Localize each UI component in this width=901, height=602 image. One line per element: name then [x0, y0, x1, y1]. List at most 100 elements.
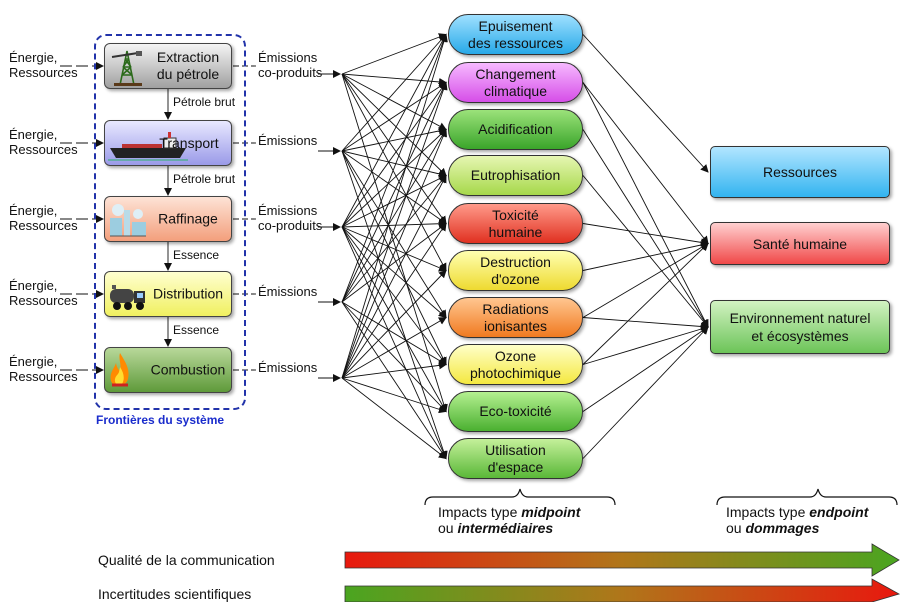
impact-link-4-1 [341, 81, 448, 379]
flow-label-2: Essence [173, 248, 220, 262]
stage-label: Combustion [150, 361, 226, 378]
input-label-2: Énergie,Ressources [9, 203, 78, 233]
system-boundary-label: Frontières du système [96, 413, 225, 427]
impact-link-2-3 [341, 175, 447, 228]
midpoint-oval-8: Eco-toxicité [448, 391, 583, 432]
impact-link-1-7 [341, 150, 447, 366]
input-label-3: Énergie,Ressources [9, 278, 78, 308]
midpoint-label: Eutrophisation [470, 167, 561, 183]
impact-link-3-0 [341, 33, 448, 303]
impact-link-4-8 [341, 377, 447, 414]
uncertainty-label: Incertitudes scientifiques [98, 586, 252, 602]
endpoint-caption-text2: ou [726, 520, 746, 536]
damage-link-0-0 [582, 34, 709, 173]
midpoint-oval-2: Acidification [448, 109, 583, 150]
impact-link-4-4 [341, 222, 447, 379]
impact-link-3-2 [341, 128, 447, 303]
impact-link-2-0 [341, 33, 447, 228]
impact-link-4-2 [341, 128, 447, 379]
impact-link-2-6 [341, 226, 447, 319]
impact-link-2-2 [341, 128, 447, 228]
stage-box-2: Raffinage [104, 196, 232, 242]
midpoint-caption: Impacts type midpoint ou intermédiaires [438, 504, 580, 536]
input-label-4: Énergie,Ressources [9, 354, 78, 384]
impact-link-1-6 [341, 150, 447, 319]
stage-label: Distribution [152, 285, 224, 302]
damage-link-4-1 [582, 223, 709, 247]
impact-link-0-0 [341, 33, 447, 75]
damage-link-1-1 [582, 82, 709, 245]
flow-label-1: Pétrole brut [173, 172, 236, 186]
damage-link-8-2 [582, 326, 709, 412]
endpoint-box-0: Ressources [710, 146, 890, 198]
system-boundary [94, 34, 246, 410]
damage-link-9-2 [582, 326, 709, 459]
stage-box-1: Transport [104, 120, 232, 166]
endpoint-caption-text1: Impacts type [726, 504, 810, 520]
flow-label-3: Essence [173, 323, 220, 337]
damage-link-2-2 [582, 129, 709, 328]
endpoint-caption-bold1: endpoint [809, 504, 869, 520]
midpoint-caption-bold2: intermédiaires [457, 520, 554, 536]
midpoint-label: Acidification [478, 121, 553, 137]
quality-label: Qualité de la communication [98, 552, 275, 568]
emission-label-3: Émissions [258, 284, 318, 299]
damage-link-6-2 [582, 317, 709, 331]
impact-link-0-1 [341, 73, 447, 86]
impact-link-3-7 [341, 301, 447, 366]
input-label-1: Énergie,Ressources [9, 127, 78, 157]
emission-label-4: Émissions [258, 360, 318, 375]
endpoint-label: Ressources [763, 164, 837, 180]
stage-label: Raffinage [158, 210, 218, 227]
impact-link-1-9 [341, 150, 448, 460]
stage-box-4: Combustion [104, 347, 232, 393]
endpoint-brace [716, 488, 898, 506]
damage-link-3-2 [582, 175, 709, 328]
impact-link-4-6 [341, 316, 447, 379]
impact-link-3-1 [341, 81, 447, 303]
damage-link-7-2 [582, 325, 709, 365]
impact-link-4-5 [341, 269, 447, 379]
impact-link-0-2 [341, 73, 447, 130]
midpoint-caption-text2: ou [438, 520, 458, 536]
quality-gradient-arrow [344, 543, 900, 577]
midpoint-caption-bold1: midpoint [521, 504, 581, 520]
endpoint-label: Santé humaine [752, 235, 848, 252]
midpoint-caption-text1: Impacts type [438, 504, 522, 520]
impact-link-2-4 [341, 219, 447, 228]
impact-link-0-5 [341, 73, 447, 272]
stage-box-3: Distribution [104, 271, 232, 317]
impact-link-4-0 [341, 33, 448, 379]
damage-link-7-1 [582, 242, 709, 365]
damage-link-6-1 [582, 242, 709, 318]
impact-link-4-9 [341, 377, 447, 460]
endpoint-caption-bold2: dommages [745, 520, 820, 536]
impact-link-0-8 [341, 73, 448, 413]
input-label-0: Énergie,Ressources [9, 50, 78, 80]
impact-link-2-1 [341, 81, 447, 228]
impact-link-0-4 [341, 73, 447, 225]
impact-link-2-5 [341, 226, 447, 272]
impact-link-1-1 [341, 81, 447, 152]
impact-link-3-3 [341, 174, 447, 303]
endpoint-box-1: Santé humaine [710, 222, 890, 265]
midpoint-oval-3: Eutrophisation [448, 155, 583, 196]
flow-label-0: Pétrole brut [173, 95, 236, 109]
impact-link-1-0 [341, 33, 447, 152]
